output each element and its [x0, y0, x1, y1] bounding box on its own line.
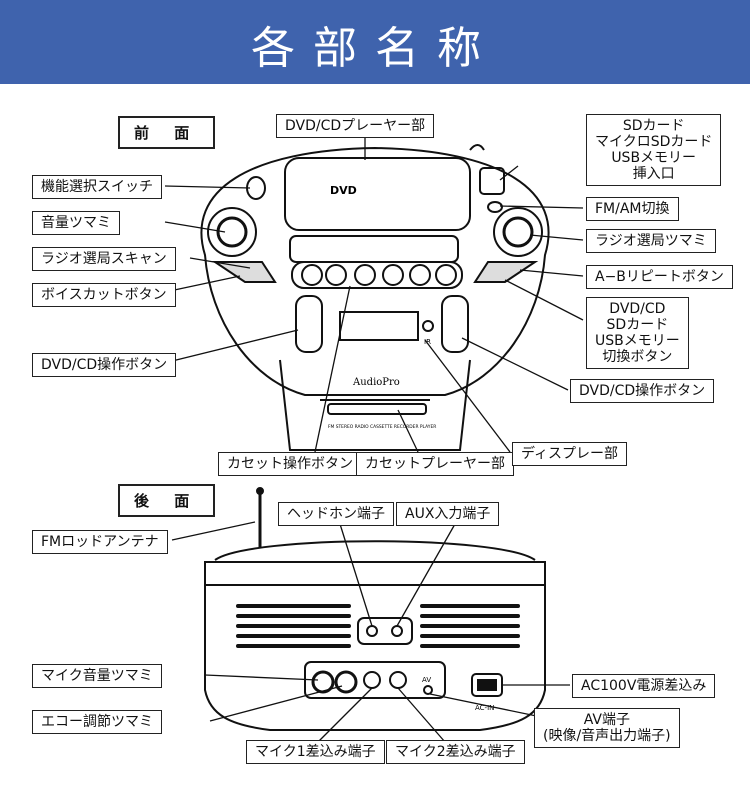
- label-aux-in: AUX入力端子: [396, 502, 500, 527]
- label-cassette-player: カセットプレーヤー部: [356, 452, 514, 477]
- label-function-switch: 機能選択スイッチ: [32, 175, 162, 200]
- label-fm-antenna: FMロッドアンテナ: [32, 530, 168, 555]
- label-dvd-cd-ops-right: DVD/CD操作ボタン: [570, 379, 715, 404]
- label-dvd-cd-ops-left: DVD/CD操作ボタン: [32, 353, 177, 378]
- section-back: 後 面: [118, 484, 216, 517]
- ac-in-label: AC-IN: [475, 704, 494, 712]
- leader-lines: [159, 134, 584, 453]
- label-ac-power: AC100V電源差込み: [572, 674, 716, 699]
- label-dvd-cd-player: DVD/CDプレーヤー部: [276, 114, 435, 139]
- label-source-switch: DVD/CD SDカード USBメモリー 切換ボタン: [586, 297, 689, 370]
- page-title: 各部名称: [251, 23, 499, 74]
- label-av-out: AV端子 (映像/音声出力端子): [534, 708, 680, 749]
- title-banner: 各部名称: [0, 0, 750, 84]
- label-radio-scan: ラジオ選局スキャン: [32, 247, 176, 272]
- label-sd-slot: SDカード マイクロSDカード USBメモリー 挿入口: [586, 114, 722, 187]
- label-echo: エコー調節ツマミ: [32, 710, 162, 735]
- label-mic1: マイク1差込み端子: [246, 740, 385, 765]
- section-front: 前 面: [118, 116, 216, 149]
- label-mic2: マイク2差込み端子: [386, 740, 525, 765]
- cassette-strip-text: FM STEREO RADIO CASSETTE RECORDER PLAYER: [328, 424, 436, 430]
- ir-label: IR: [424, 338, 431, 346]
- label-display: ディスプレー部: [512, 442, 628, 467]
- label-cassette-ops: カセット操作ボタン: [218, 452, 362, 477]
- label-ab-repeat: A−Bリピートボタン: [586, 265, 733, 290]
- brand-logo: AudioPro: [352, 377, 400, 388]
- label-headphone: ヘッドホン端子: [278, 502, 394, 527]
- label-fm-am: FM/AM切換: [586, 197, 679, 222]
- label-voice-cut: ボイスカットボタン: [32, 283, 176, 308]
- dvd-logo: DVD: [330, 184, 357, 197]
- front-unit: [200, 144, 550, 451]
- speaker-grille: [236, 604, 520, 648]
- label-mic-volume: マイク音量ツマミ: [32, 664, 162, 689]
- av-port-label: AV: [422, 676, 431, 684]
- label-radio-tuning: ラジオ選局ツマミ: [586, 229, 716, 254]
- label-volume-knob: 音量ツマミ: [32, 211, 120, 236]
